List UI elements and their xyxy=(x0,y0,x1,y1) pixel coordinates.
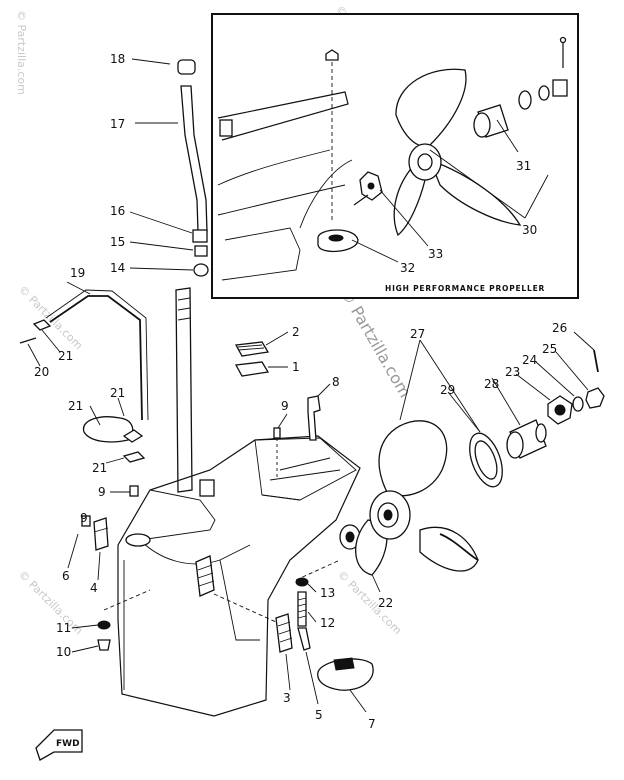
callout-26: 26 xyxy=(552,321,567,335)
watermark-bottom-center: © Partzilla.com xyxy=(335,568,404,637)
callout-21c: 21 xyxy=(68,399,83,413)
inset-propeller-blade-right xyxy=(428,158,522,226)
callout-33: 33 xyxy=(428,247,443,261)
part-9-plug-middle xyxy=(129,485,139,497)
callout-28: 28 xyxy=(484,377,499,391)
part-10-screw xyxy=(97,639,111,651)
callout-20: 20 xyxy=(34,365,49,379)
callout-16: 16 xyxy=(110,204,125,218)
part-18-grommet xyxy=(177,59,196,75)
callout-9a: 9 xyxy=(281,399,289,413)
part-3-adjuster xyxy=(275,613,293,653)
inset-title: HIGH PERFORMANCE PROPELLER xyxy=(385,284,545,293)
propeller-assembly: 22 27 29 28 23 xyxy=(339,321,605,610)
watermark-left-top: © Partzilla.com xyxy=(15,10,28,95)
part-11-washer xyxy=(97,620,111,630)
callout-11: 11 xyxy=(56,621,71,635)
inset-bolt xyxy=(325,49,339,61)
part-12-bolt xyxy=(297,591,307,627)
part-21-clip-top xyxy=(32,319,52,331)
inset-housing-top xyxy=(217,91,349,141)
drive-shaft xyxy=(175,287,193,493)
callout-14: 14 xyxy=(110,261,125,275)
part-25-nut xyxy=(585,387,605,409)
callout-22: 22 xyxy=(378,596,393,610)
callout-1: 1 xyxy=(292,360,300,374)
callout-27: 27 xyxy=(410,327,425,341)
forward-direction-arrow: FWD xyxy=(35,729,83,761)
callout-5: 5 xyxy=(315,708,323,722)
inset-frame xyxy=(211,13,579,299)
callout-10: 10 xyxy=(56,645,71,659)
part-5-screw xyxy=(297,627,311,651)
part-9-plug-lower xyxy=(81,515,91,527)
shift-rod-assembly: 18 17 16 15 14 xyxy=(110,52,209,277)
part-1-plate xyxy=(234,361,270,377)
inset-propeller-blade-left xyxy=(393,169,426,237)
callout-32: 32 xyxy=(400,261,415,275)
callout-13: 13 xyxy=(320,586,335,600)
inset-propeller-blade-top xyxy=(395,68,467,147)
callout-8: 8 xyxy=(332,375,340,389)
callout-24: 24 xyxy=(522,353,537,367)
callout-19: 19 xyxy=(70,266,85,280)
part-16-bushing xyxy=(192,229,208,243)
callout-7: 7 xyxy=(368,717,376,731)
propeller-blade-right xyxy=(419,526,479,572)
callout-9b: 9 xyxy=(98,485,106,499)
callout-31: 31 xyxy=(516,159,531,173)
callout-15: 15 xyxy=(110,235,125,249)
callout-21d: 21 xyxy=(92,461,107,475)
part-8-bolt xyxy=(307,395,321,441)
callout-3: 3 xyxy=(283,691,291,705)
inset-nut xyxy=(552,79,568,97)
callout-30: 30 xyxy=(522,223,537,237)
callout-12: 12 xyxy=(320,616,335,630)
fwd-arrow-icon xyxy=(35,729,83,761)
inset-washer xyxy=(518,90,532,110)
callout-18: 18 xyxy=(110,52,125,66)
callout-23: 23 xyxy=(505,365,520,379)
callout-9c: 9 xyxy=(80,511,88,525)
part-4-bracket xyxy=(93,517,109,551)
part-19-hose xyxy=(49,295,143,421)
inset-high-performance-propeller: 31 30 33 32 HIGH PERFORMANCE PROPELLER xyxy=(211,13,579,299)
fwd-label: FWD xyxy=(56,739,80,749)
callout-6: 6 xyxy=(62,569,70,583)
water-hose-assembly: 19 21 20 21 21 21 xyxy=(19,266,149,475)
part-21-clip-lower xyxy=(122,451,146,463)
part-17-shift-rod xyxy=(180,85,208,233)
part-14-oring xyxy=(193,263,209,277)
callout-29: 29 xyxy=(440,383,455,397)
part-24-washer xyxy=(572,396,584,412)
part-13-washer xyxy=(295,577,309,587)
lower-unit-housing: 2 1 8 9 9 9 6 4 11 10 xyxy=(56,287,376,731)
callout-4: 4 xyxy=(90,581,98,595)
callout-2: 2 xyxy=(292,325,300,339)
callout-21b: 21 xyxy=(110,386,125,400)
part-21-clamp xyxy=(82,416,134,443)
gearcase-housing xyxy=(117,435,361,717)
callout-17: 17 xyxy=(110,117,125,131)
part-9-plug-upper xyxy=(273,427,281,439)
watermark-left-bottom: © Partzilla.com xyxy=(16,568,85,637)
propeller-blade-top xyxy=(378,420,448,497)
watermark-center: © Partzilla.com xyxy=(337,285,415,401)
part-20-screw xyxy=(19,337,37,344)
watermark-left-mid: © Partzilla.com xyxy=(16,283,85,352)
part-26-cotter-pin xyxy=(593,349,599,373)
callout-21a: 21 xyxy=(58,349,73,363)
callout-25: 25 xyxy=(542,342,557,356)
part-15-seal xyxy=(194,245,208,257)
